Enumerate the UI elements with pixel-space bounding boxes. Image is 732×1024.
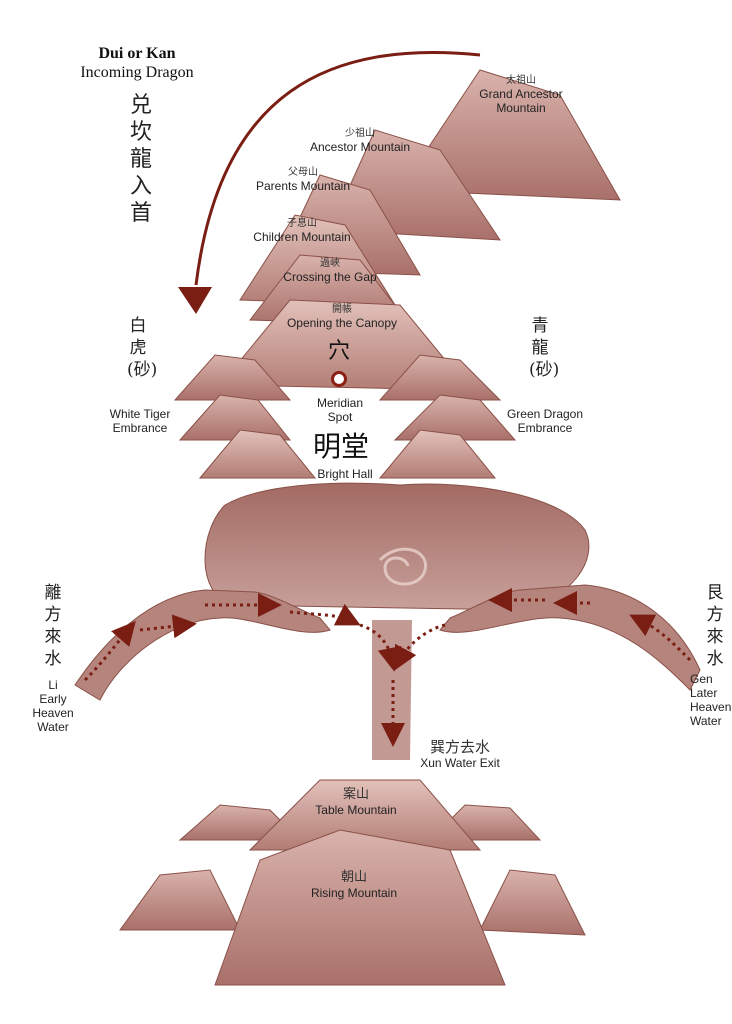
front-mountains xyxy=(119,779,586,986)
white-tiger-en-1: White Tiger xyxy=(109,407,171,421)
white-tiger-ridge-3 xyxy=(198,429,317,479)
white-tiger-zh: 白虎(砂) xyxy=(127,316,158,380)
gen-water-en-2: Later xyxy=(690,686,718,700)
rising-mountain-right-hill xyxy=(479,869,586,936)
bright-hall-swirl xyxy=(378,547,427,586)
ancestor-zh: 少祖山 xyxy=(345,128,375,139)
li-flow-arrow-4 xyxy=(289,603,361,626)
crossing-en: Crossing the Gap xyxy=(283,270,377,284)
grand-ancestor-en-1: Grand Ancestor xyxy=(479,87,563,101)
rising-mountain-left-hill xyxy=(119,869,241,931)
incoming-title: Dui or Kan xyxy=(98,45,176,62)
green-dragon-en-1: Green Dragon xyxy=(506,407,584,421)
white-tiger-en-2: Embrance xyxy=(112,421,168,435)
grand-ancestor-en-2: Mountain xyxy=(496,101,546,115)
table-mountain-zh: 案山 xyxy=(342,787,369,802)
gen-water-en-1: Gen xyxy=(690,672,713,686)
li-water-en-3: Heaven xyxy=(32,706,74,720)
meridian-spot-marker xyxy=(331,371,347,387)
green-dragon-ridge-2 xyxy=(393,394,517,441)
gen-flow-arrow-1 xyxy=(629,614,692,662)
crossing-zh: 過峽 xyxy=(320,258,340,269)
xun-exit-zh: 巽方去水 xyxy=(429,738,490,756)
meridian-spot-en-2: Spot xyxy=(327,410,353,424)
li-water-en-1: Li xyxy=(48,678,58,692)
mountain-range xyxy=(173,69,621,479)
bright-hall-en: Bright Hall xyxy=(317,467,373,481)
grand-ancestor-zh: 太祖山 xyxy=(506,75,536,86)
incoming-dragon-arrow xyxy=(194,51,481,286)
parents-zh: 父母山 xyxy=(288,167,318,178)
gen-water-zh: 艮方來水 xyxy=(706,583,724,669)
li-flow-arrow-1 xyxy=(83,620,136,682)
incoming-subtitle: Incoming Dragon xyxy=(80,64,194,81)
green-dragon-ridge-3 xyxy=(378,429,497,479)
white-tiger-ridge-2 xyxy=(178,394,292,441)
li-flow-arrow-2 xyxy=(139,614,197,639)
meridian-spot-en-1: Meridian xyxy=(316,396,364,410)
gen-water-en-4: Water xyxy=(690,714,722,728)
rising-mountain xyxy=(214,829,506,986)
water-flow-arrows xyxy=(83,588,692,747)
li-river xyxy=(74,589,331,701)
green-dragon-en-2: Embrance xyxy=(517,421,573,435)
canopy-en: Opening the Canopy xyxy=(286,316,398,330)
rising-mountain-en: Rising Mountain xyxy=(310,886,398,900)
bright-hall-pool xyxy=(204,482,590,611)
green-dragon-zh: 青龍(砂) xyxy=(529,316,560,380)
canopy-zh: 開帳 xyxy=(332,304,352,315)
children-zh: 子息山 xyxy=(287,218,317,229)
li-water-en-4: Water xyxy=(37,720,69,734)
grand-ancestor-mountain xyxy=(399,69,621,201)
centre-flow-left xyxy=(359,623,402,672)
incoming-arrowhead xyxy=(178,287,212,314)
canopy-mountain xyxy=(218,299,472,391)
ancestor-en: Ancestor Mountain xyxy=(309,140,411,154)
li-water-zh: 離方來水 xyxy=(44,583,62,669)
parents-en: Parents Mountain xyxy=(255,179,351,193)
xun-exit-en: Xun Water Exit xyxy=(420,756,500,770)
incoming-chinese: 兑坎龍入首 xyxy=(129,93,152,226)
children-en: Children Mountain xyxy=(253,230,351,244)
gen-water-en-3: Heaven xyxy=(690,700,732,714)
li-water-en-2: Early xyxy=(39,692,67,706)
meridian-spot-zh: 穴 xyxy=(327,339,350,364)
rising-mountain-zh: 朝山 xyxy=(340,870,367,885)
centre-flow-right xyxy=(394,623,446,671)
table-mountain-en: Table Mountain xyxy=(315,803,397,817)
bright-hall-zh: 明堂 xyxy=(312,430,369,463)
